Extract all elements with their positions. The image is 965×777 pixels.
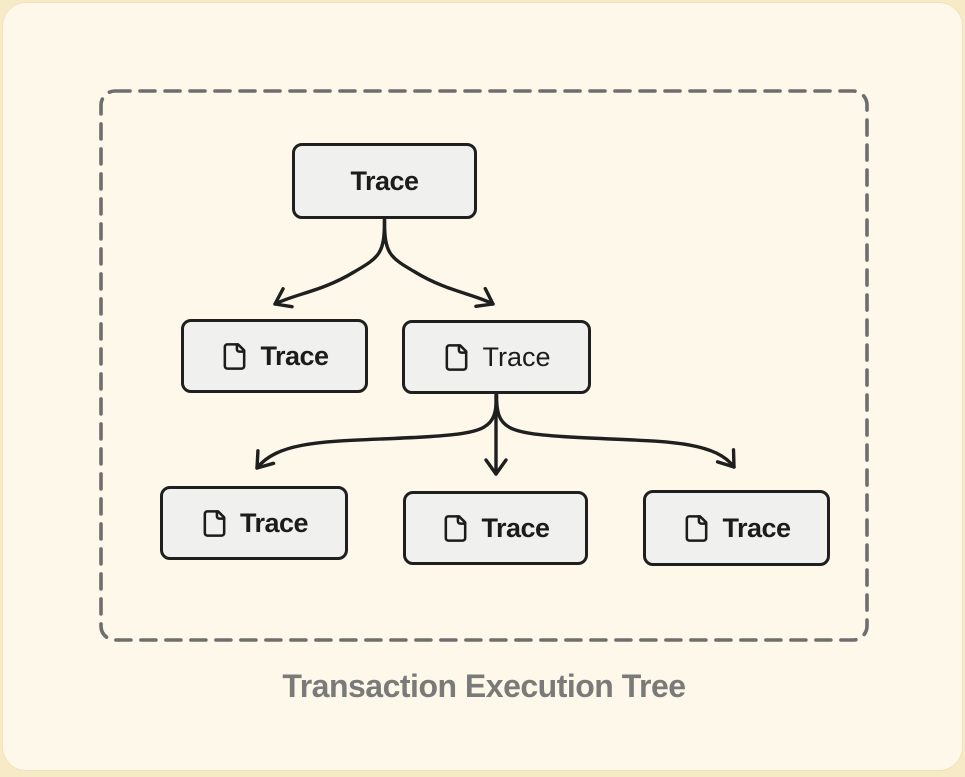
edge-root-to-right-child	[382, 218, 495, 309]
file-icon	[200, 507, 229, 540]
trace-node-child-left: Trace	[181, 319, 368, 393]
file-icon	[220, 340, 249, 373]
node-label: Trace	[722, 512, 791, 543]
trace-node-grandchild-left: Trace	[160, 486, 348, 560]
edge-trace-to-grandchild-right	[494, 393, 736, 469]
file-icon	[442, 341, 471, 374]
trace-node-child-right: Trace	[402, 320, 591, 394]
node-label: Trace	[239, 507, 309, 538]
file-icon	[441, 512, 470, 545]
node-label: Trace	[482, 341, 551, 372]
node-label: Trace	[260, 340, 329, 371]
edge-root-to-left-child	[273, 218, 387, 309]
node-label: Trace	[350, 165, 419, 196]
trace-node-grandchild-right: Trace	[643, 490, 830, 566]
file-icon	[682, 512, 711, 545]
trace-node-grandchild-middle: Trace	[403, 491, 588, 565]
edge-trace-to-grandchild-left	[255, 393, 499, 470]
trace-node-root: Trace	[292, 143, 477, 219]
diagram-title: Transaction Execution Tree	[282, 668, 686, 704]
node-label: Trace	[481, 512, 550, 543]
